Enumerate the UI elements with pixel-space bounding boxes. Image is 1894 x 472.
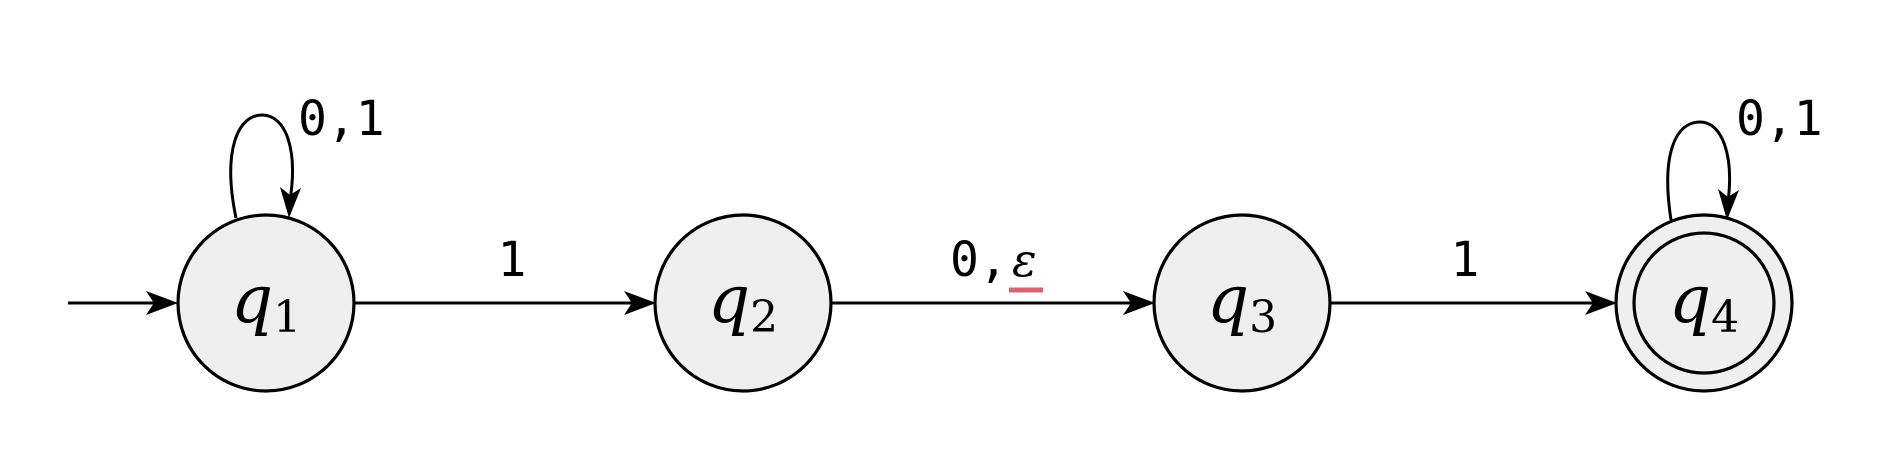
state-q2-label: q2	[708, 261, 778, 343]
transition-q1-q1-label: 0,1	[298, 91, 385, 147]
transition-q1-q2	[354, 291, 656, 315]
transition-q4-q4	[1666, 120, 1739, 221]
transition-q3-q4	[1330, 291, 1617, 315]
state-q4-label: q4	[1669, 261, 1739, 343]
state-q2: q2	[653, 213, 833, 393]
epsilon-symbol: ε	[1012, 233, 1037, 287]
transition-q3-q4-label: 1	[1451, 232, 1480, 288]
start-arrow	[68, 291, 178, 315]
state-q4: q4	[1614, 213, 1794, 393]
state-q3-label: q3	[1207, 261, 1277, 343]
transition-q1-q1	[229, 113, 301, 219]
accept-state-ring	[1632, 231, 1776, 375]
state-q1-label: q1	[231, 261, 301, 343]
transition-q2-q3-label-prefix: 0,	[950, 232, 1008, 288]
state-q1: q1	[176, 213, 356, 393]
state-q3: q3	[1152, 213, 1332, 393]
transition-q2-q3	[831, 291, 1155, 315]
transition-q4-q4-label: 0,1	[1736, 91, 1823, 147]
transition-q1-q2-label: 1	[498, 232, 527, 288]
